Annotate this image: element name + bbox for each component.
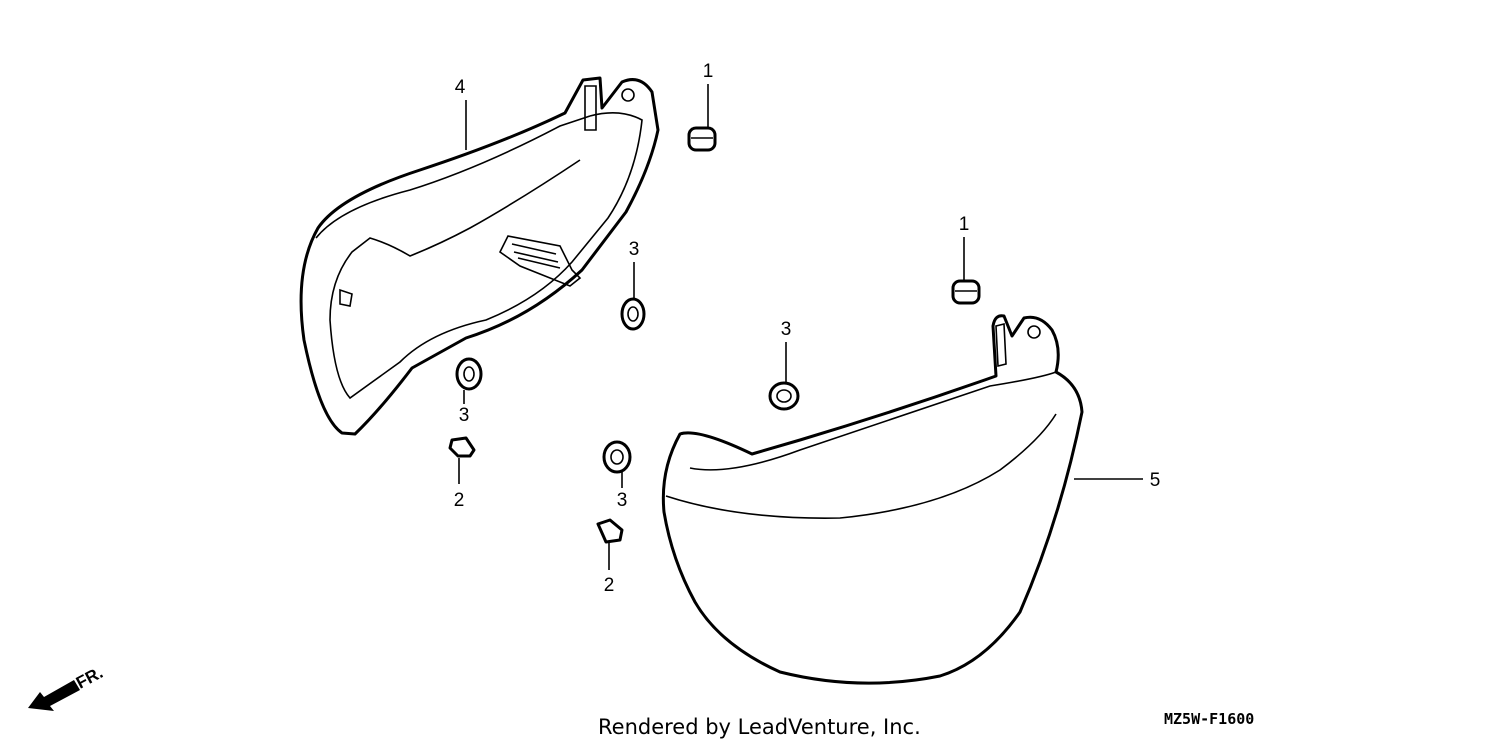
callout-1-top: 1 <box>703 61 714 82</box>
left-side-cover[interactable] <box>299 76 660 436</box>
callout-3-b: 3 <box>459 405 470 426</box>
callout-3-a: 3 <box>629 239 640 260</box>
front-direction-arrow-icon <box>28 680 80 711</box>
callout-5: 5 <box>1150 470 1161 491</box>
grommet-3-d[interactable] <box>602 440 632 474</box>
bolt-1-right[interactable] <box>951 279 981 305</box>
diagram-code: MZ5W-F1600 <box>1164 710 1255 728</box>
callout-4: 4 <box>455 77 466 98</box>
callout-2-left: 2 <box>454 490 465 511</box>
grommet-3-b[interactable] <box>455 357 483 391</box>
callout-3-d: 3 <box>617 490 628 511</box>
grommet-3-c[interactable] <box>768 381 800 411</box>
grommet-3-a[interactable] <box>620 297 646 331</box>
callout-1-right: 1 <box>959 214 970 235</box>
callout-2-right: 2 <box>604 575 615 596</box>
callout-3-c: 3 <box>781 319 792 340</box>
right-side-cover[interactable] <box>661 314 1084 685</box>
pin-2-right[interactable] <box>596 518 624 544</box>
pin-2-left[interactable] <box>448 436 476 458</box>
rendered-by-footer: Rendered by LeadVenture, Inc. <box>598 715 921 739</box>
bolt-1-top[interactable] <box>687 126 717 152</box>
